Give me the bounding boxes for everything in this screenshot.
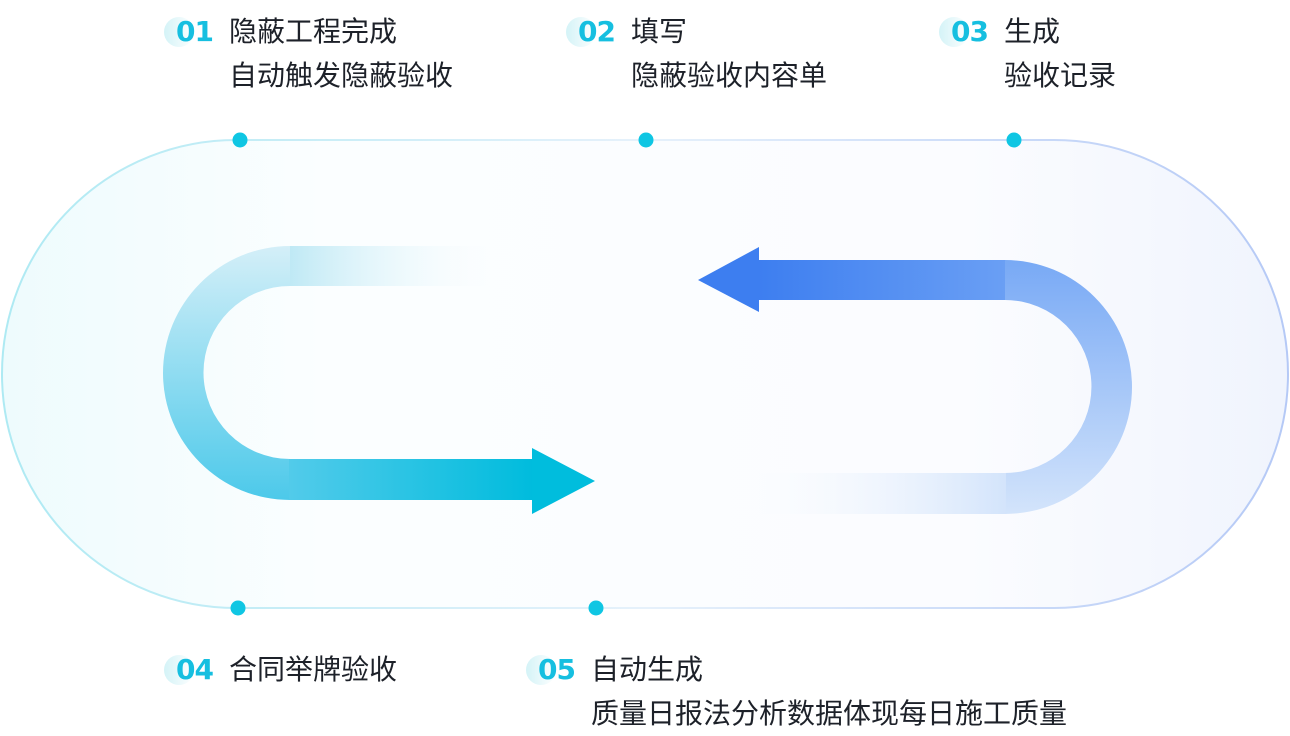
cyan-arrow-head (532, 448, 595, 514)
step-number: 03 (951, 15, 989, 48)
blue-arrow-top-segment (758, 260, 1006, 300)
step-description: 隐蔽验收内容单 (631, 59, 828, 92)
step-title: 隐蔽工程完成 (229, 15, 398, 48)
step-number-badge: 05 (526, 653, 576, 687)
cyan-return-arrow (163, 246, 595, 514)
step-description: 自动触发隐蔽验收 (229, 59, 454, 92)
cyan-arrow-curve (163, 246, 290, 500)
step-number: 01 (176, 15, 214, 48)
step-number: 04 (176, 653, 214, 686)
milestone-dot-02 (638, 132, 654, 148)
step-description: 验收记录 (1004, 59, 1117, 92)
step-number-badge: 03 (939, 15, 989, 49)
milestone-dot-05 (588, 600, 604, 616)
blue-arrow-head (698, 247, 759, 312)
cyan-arrow-top-segment (290, 246, 510, 286)
cyan-arrow-bottom-segment (289, 459, 533, 500)
step-number: 05 (538, 653, 576, 686)
blue-arrow-curve (1005, 260, 1132, 514)
step-title: 填写 (631, 15, 688, 48)
blue-return-arrow (698, 247, 1132, 514)
milestone-dot-01 (232, 132, 248, 148)
milestone-dot-04 (230, 600, 246, 616)
step-description: 质量日报法分析数据体现每日施工质量 (591, 697, 1068, 730)
step-title: 生成 (1004, 15, 1061, 48)
step-number-badge: 02 (566, 15, 616, 49)
step-number-badge: 04 (164, 653, 214, 687)
step-number: 02 (578, 15, 616, 48)
blue-arrow-bottom-segment (720, 473, 1006, 514)
milestone-dot-03 (1006, 132, 1022, 148)
step-title: 自动生成 (591, 653, 704, 686)
step-title: 合同举牌验收 (229, 653, 398, 686)
step-number-badge: 01 (164, 15, 214, 49)
